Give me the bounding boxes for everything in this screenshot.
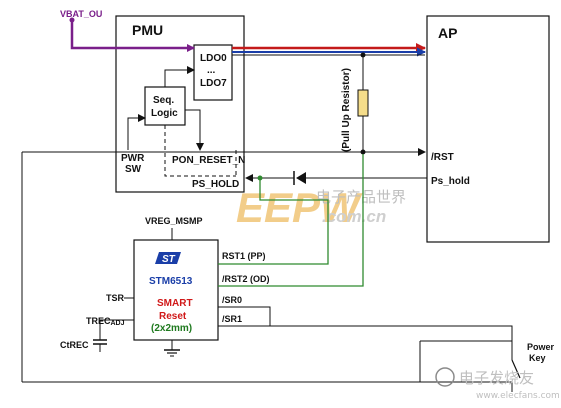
pwr-sw-label-2: SW [125, 164, 142, 175]
rst1-wire [218, 180, 329, 265]
power-key-switch [419, 340, 521, 392]
pmu-title: PMU [132, 22, 163, 38]
ap-rst-label: /RST [431, 152, 454, 163]
trec-label: TRECADJ [86, 316, 125, 327]
sr1-label: /SR1 [222, 314, 242, 324]
pwr-sw-label-1: PWR [121, 153, 145, 164]
rst2-label: /RST2 (OD) [222, 274, 270, 284]
vbat-node [69, 17, 75, 23]
elecfans-watermark: 电子发烧友 www.elecfans.com [435, 367, 560, 401]
eepw-logo-text: EEPW [236, 184, 363, 231]
pmu-box [115, 15, 245, 193]
stm6513-box [133, 239, 219, 341]
ground-icon [164, 340, 180, 357]
stm-smart-label: SMART [157, 298, 193, 309]
ap-box [426, 15, 550, 243]
ap-ps-hold-label: Ps_hold [431, 176, 470, 187]
pullup-label: (Pull Up Resistor) [341, 68, 352, 152]
stm-reset-label: Reset [159, 311, 187, 322]
vbat-wire [70, 20, 195, 52]
seq-to-ldo-wire [164, 66, 195, 87]
ap-title: AP [438, 25, 457, 41]
pullup-resistor [357, 89, 369, 117]
ps-hold-node [257, 175, 263, 181]
eepw-watermark: EEPW 电子产品世界 .com.cn [236, 184, 406, 231]
sr1-wire [218, 325, 513, 341]
svg-text:ST: ST [162, 254, 176, 265]
vbat-label: VBAT_OU [60, 9, 102, 19]
diode-triangle [296, 172, 306, 184]
power-key-label-2: Key [529, 353, 546, 363]
ps-hold-diode [293, 171, 306, 185]
elecfans-url-text: www.elecfans.com [476, 391, 560, 401]
ldo-box [193, 44, 233, 101]
elecfans-chinese-text: 电子发烧友 [459, 369, 534, 387]
st-logo-icon: ST [155, 252, 181, 265]
sr0-wire [218, 306, 271, 326]
elecfans-logo-icon [435, 367, 455, 387]
tsr-label: TSR [106, 293, 125, 303]
eepw-url-text: .com.cn [322, 207, 386, 226]
ldo-dots-label: ... [207, 65, 216, 76]
ps-hold-dashed-wire [164, 125, 236, 177]
pwr-to-seq-wire [127, 114, 146, 150]
stm-size-label: (2x2mm) [151, 323, 192, 334]
ctrec-label: CtREC [60, 340, 89, 350]
seq-label-1: Seq. [153, 95, 174, 106]
vreg-label: VREG_MSMP [145, 216, 203, 226]
stm-part-label: STM6513 [149, 276, 193, 287]
rst1-label: RST1 (PP) [222, 251, 266, 261]
seq-label-2: Logic [151, 108, 178, 119]
seq-logic-box [144, 86, 186, 126]
power-key-label-1: Power [527, 342, 555, 352]
pon-reset-label: PON_RESET_N [172, 155, 245, 166]
ldo-bottom-label: LDO7 [200, 78, 227, 89]
ctrec-capacitor [93, 320, 107, 352]
sr0-label: /SR0 [222, 295, 242, 305]
eepw-chinese-text: 电子产品世界 [316, 188, 406, 206]
ldo-top-label: LDO0 [200, 53, 227, 64]
seq-to-pon-wire [185, 109, 204, 151]
ps-hold-pmu-label: PS_HOLD [192, 179, 239, 190]
pullup-top-node [360, 52, 366, 58]
rst2-wire [218, 154, 364, 287]
